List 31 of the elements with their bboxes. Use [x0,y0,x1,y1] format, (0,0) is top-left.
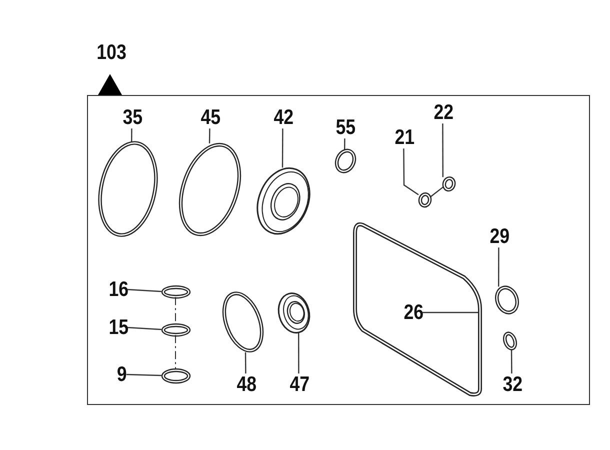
leader-line [126,374,162,376]
leader-line [403,148,419,196]
leader-line [128,326,162,330]
callout-number: 32 [502,374,522,396]
callout-number: 16 [108,279,128,301]
leader-line [208,128,210,144]
leader-line [422,312,480,314]
callout-number: 35 [122,107,142,129]
callout-number: 26 [403,302,424,324]
callout-number: 47 [289,374,310,396]
leader-line [510,350,512,374]
leader-line [298,331,300,374]
center-line [175,334,176,370]
callout-number: 15 [108,317,128,339]
callout-number: 21 [394,127,414,149]
leader-line [131,128,132,142]
leader-line [244,352,246,374]
kit-number: 103 [96,42,126,64]
callout-number: 45 [200,107,220,129]
callout-number: 55 [335,117,356,139]
leader-line [442,124,444,178]
callout-number: 29 [489,226,510,248]
callout-number: 9 [116,364,127,386]
callout-number: 42 [273,107,294,129]
leader-line [430,186,444,198]
leader-line [344,138,346,150]
leader-line [128,288,162,292]
leader-line [498,248,500,287]
leader-line [282,128,284,168]
callout-number: 22 [433,102,454,124]
callout-number: 48 [236,374,256,396]
